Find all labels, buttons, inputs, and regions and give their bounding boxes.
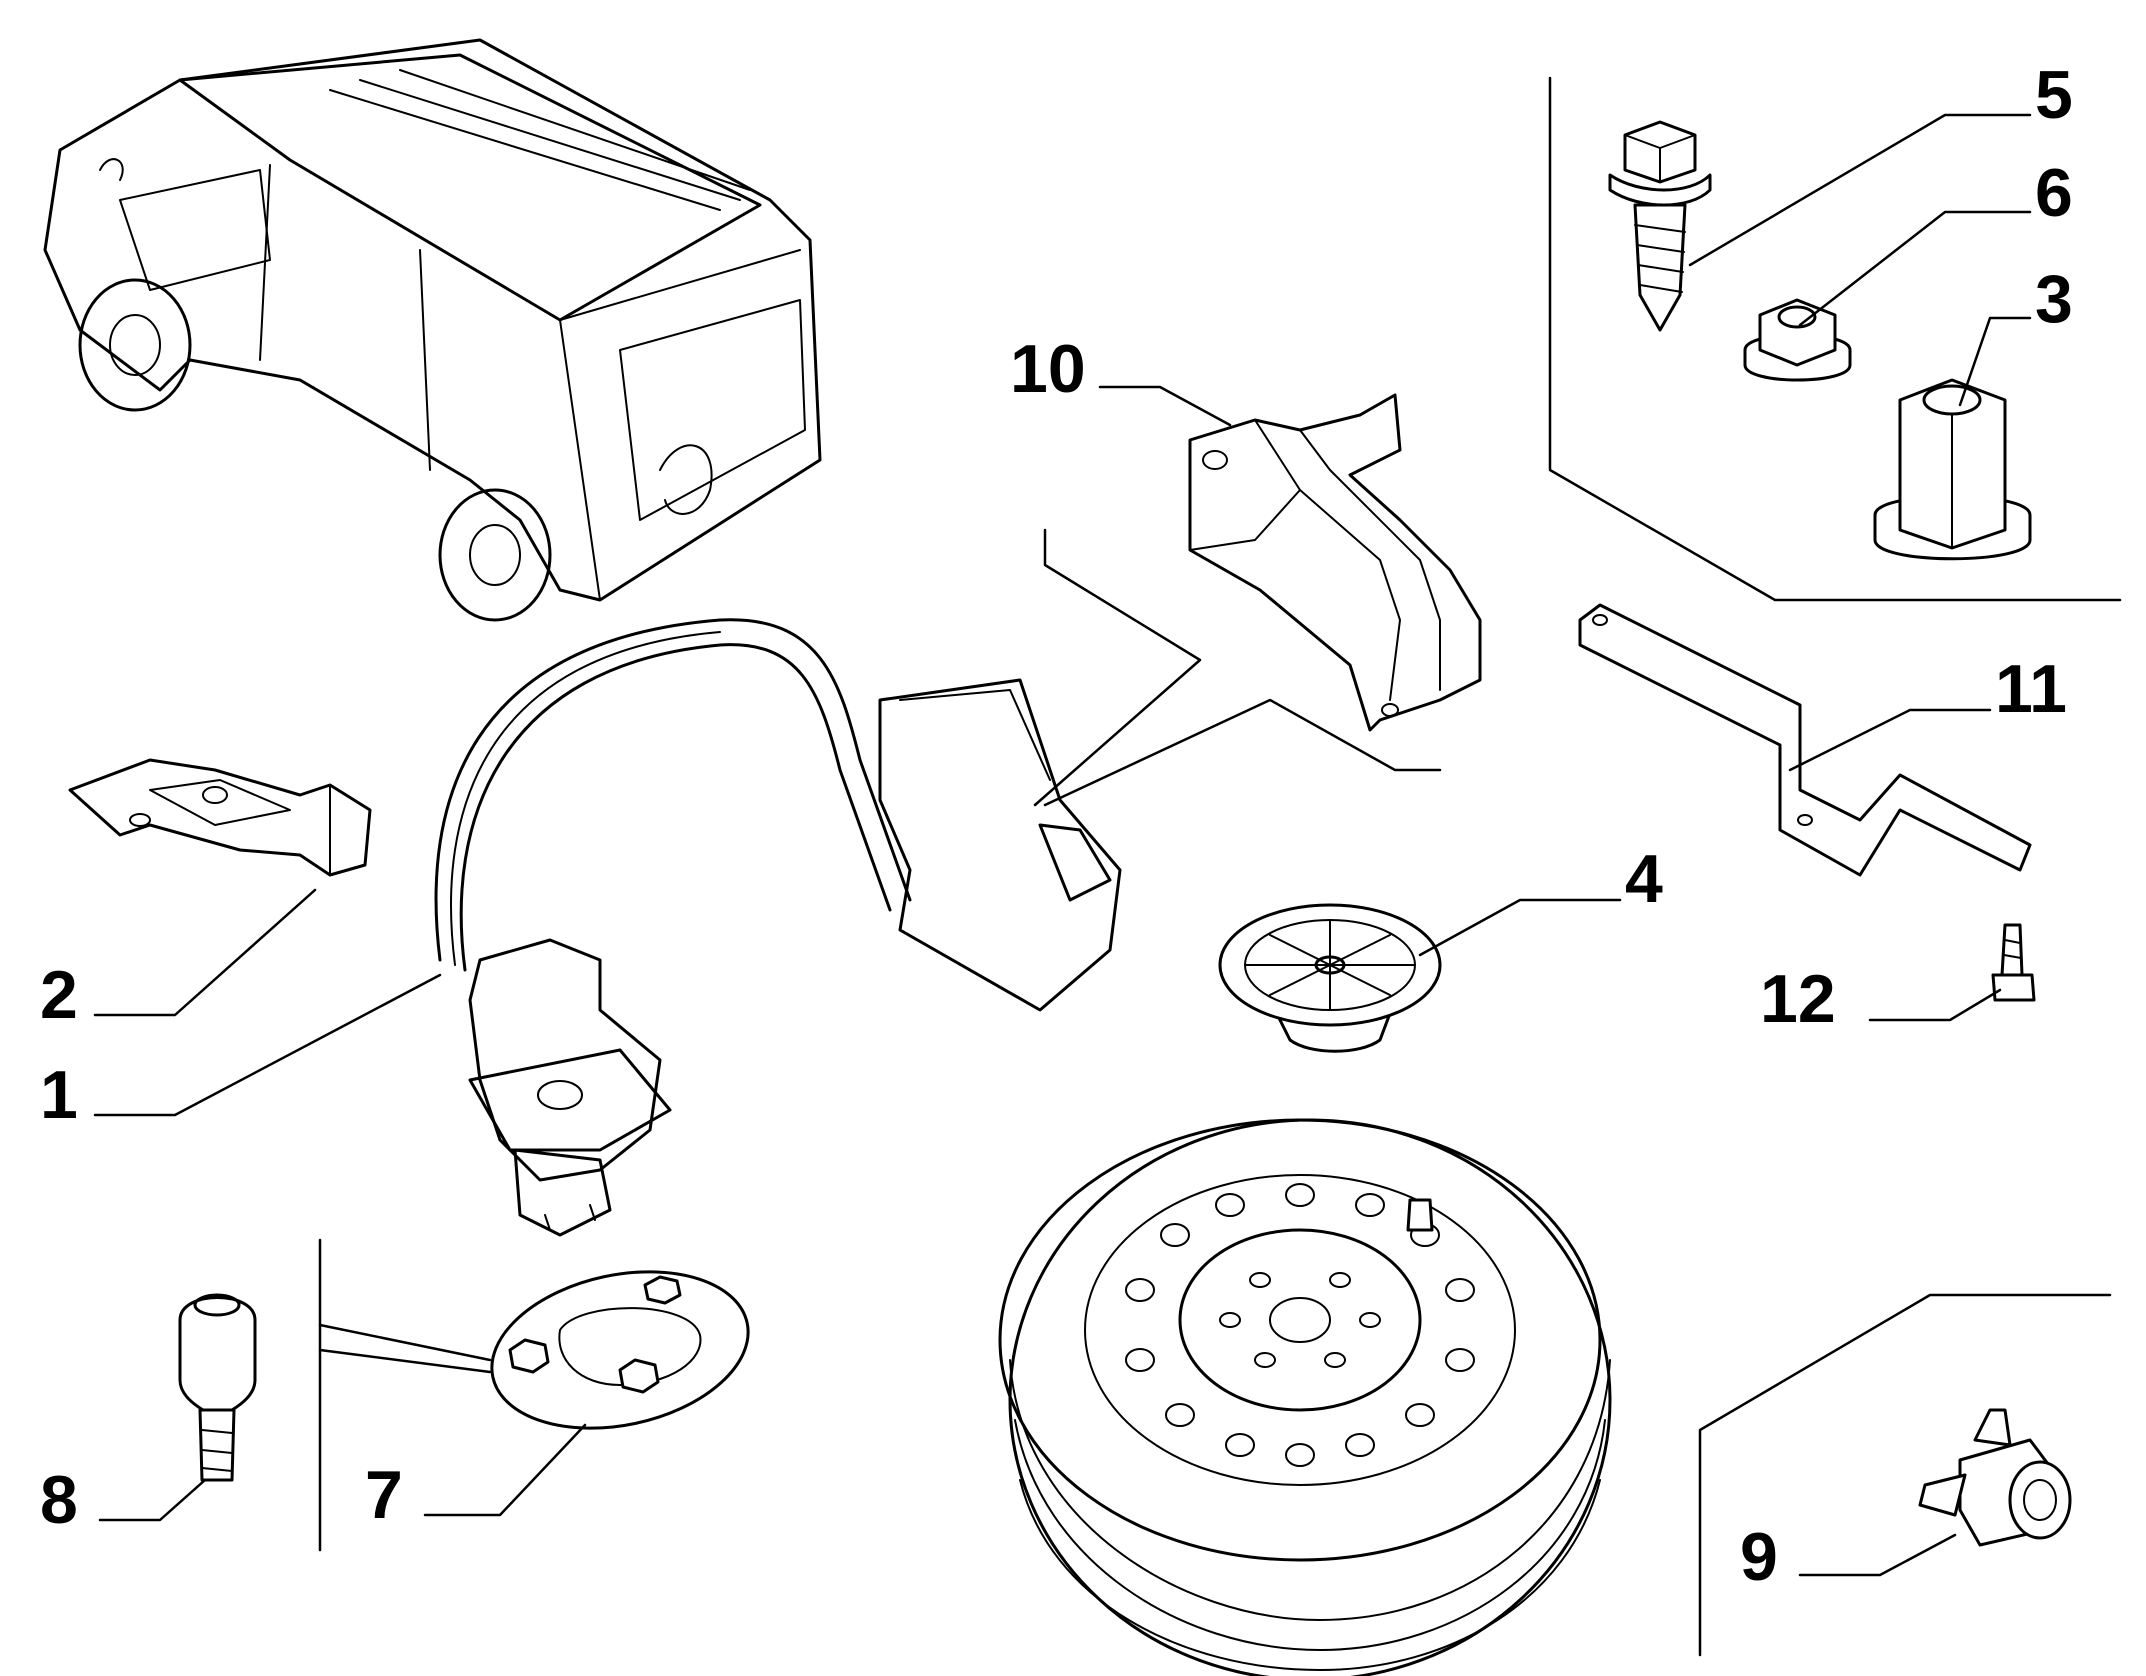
sleeve-nut-icon: [1873, 378, 2032, 561]
rod-icon: [1578, 603, 2032, 877]
support-cup-icon: [1218, 903, 1442, 1053]
wheel-bolt-icon: [178, 1293, 257, 1482]
screw-icon: [1991, 923, 2036, 1002]
callout-10: 10: [1010, 331, 1086, 407]
bracket-icon: [68, 758, 372, 877]
callout-7: 7: [365, 1457, 403, 1533]
adapter-icon: [1918, 1408, 2072, 1547]
callout-12: 12: [1760, 961, 1836, 1037]
callout-2: 2: [40, 957, 78, 1033]
callout-6: 6: [2035, 155, 2073, 231]
callout-8: 8: [40, 1462, 78, 1538]
nut-icon: [1743, 298, 1852, 382]
callout-4: 4: [1625, 841, 1663, 917]
spare-wheel-carrier-icon: [434, 618, 1122, 1237]
tyre-icon: [998, 1118, 1612, 1676]
callout-3: 3: [2035, 261, 2073, 337]
callout-5: 5: [2035, 57, 2073, 133]
leader-lines: [93, 76, 2122, 1657]
van-icon: [43, 38, 822, 622]
plate-icon: [490, 1270, 750, 1430]
callout-1: 1: [40, 1057, 78, 1133]
callout-9: 9: [1740, 1519, 1778, 1595]
callout-11: 11: [1995, 651, 2067, 727]
screw-icon: [1608, 120, 1712, 332]
bracket-icon: [1188, 393, 1482, 732]
